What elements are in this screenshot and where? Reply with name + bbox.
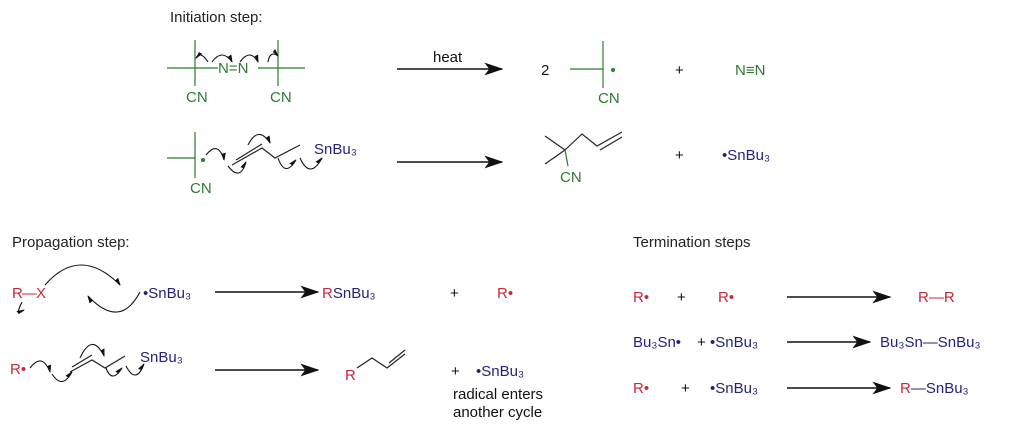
alkylstannane-product: RSnBu₃ bbox=[322, 285, 376, 302]
alkyl-radical: R• bbox=[497, 285, 513, 302]
r-group: R bbox=[12, 285, 23, 302]
plus-sign: + bbox=[451, 363, 460, 380]
dimer-product: R—R bbox=[918, 289, 955, 306]
curved-arrow-icon bbox=[211, 54, 233, 63]
tin-radical: •SnBu₃ bbox=[710, 334, 758, 351]
radical-plus-allylstannane: CN SnBu₃ bbox=[167, 132, 357, 197]
curved-arrow-icon bbox=[267, 48, 279, 63]
azo-group: N=N bbox=[218, 60, 248, 77]
plus-sign: + bbox=[697, 334, 706, 351]
coefficient: 2 bbox=[541, 62, 549, 79]
curved-arrow-icon bbox=[87, 291, 141, 313]
alkyl-radical: R• bbox=[633, 380, 649, 397]
bond: — bbox=[22, 285, 37, 302]
curved-arrow-icon bbox=[44, 264, 121, 286]
heat-label: heat bbox=[433, 49, 463, 66]
curved-arrow-icon bbox=[239, 54, 259, 63]
cn-right: CN bbox=[270, 89, 292, 106]
stannane-label: SnBu₃ bbox=[314, 141, 357, 158]
note-line-2: another cycle bbox=[453, 404, 542, 421]
nitrogen-molecule: N≡N bbox=[735, 62, 765, 79]
aibn-molecule: N=N CN CN bbox=[167, 40, 305, 106]
plus-sign: + bbox=[677, 289, 686, 306]
stannane-label: SnBu₃ bbox=[140, 349, 183, 366]
allylstannane bbox=[29, 343, 145, 383]
svg-text:CN: CN bbox=[598, 90, 620, 107]
cyanoisopropyl-radical: CN bbox=[570, 41, 620, 107]
svg-text:CN: CN bbox=[190, 180, 212, 197]
allyl-chain bbox=[356, 349, 406, 369]
propagation-title: Propagation step: bbox=[12, 234, 130, 251]
alkyl-radical: R• bbox=[718, 289, 734, 306]
cn-left: CN bbox=[186, 89, 208, 106]
alkyl-radical: R• bbox=[10, 361, 26, 378]
alkylstannane-product: R—SnBu₃ bbox=[900, 380, 969, 397]
allyl-product-r: R bbox=[345, 367, 356, 384]
plus-sign: + bbox=[675, 147, 684, 164]
tin-radical: •SnBu₃ bbox=[476, 363, 524, 380]
plus-sign: + bbox=[681, 380, 690, 397]
plus-sign: + bbox=[675, 62, 684, 79]
distannane-product: Bu₃Sn—SnBu₃ bbox=[880, 334, 981, 351]
tin-radical: •SnBu₃ bbox=[710, 380, 758, 397]
initiation-title: Initiation step: bbox=[170, 9, 263, 26]
alkyl-radical: R• bbox=[633, 289, 649, 306]
note-line-1: radical enters bbox=[453, 386, 543, 403]
tin-radical: •SnBu₃ bbox=[722, 147, 770, 164]
tin-radical: Bu₃Sn• bbox=[633, 334, 681, 351]
termination-title: Termination steps bbox=[633, 234, 751, 251]
svg-text:CN: CN bbox=[560, 169, 582, 186]
halide-x: X bbox=[36, 285, 46, 302]
curved-arrow-icon bbox=[195, 52, 209, 63]
curved-arrow-icon bbox=[16, 301, 25, 315]
tin-radical: •SnBu₃ bbox=[143, 285, 191, 302]
plus-sign: + bbox=[450, 285, 459, 302]
allylated-nitrile-product: CN bbox=[544, 131, 623, 186]
